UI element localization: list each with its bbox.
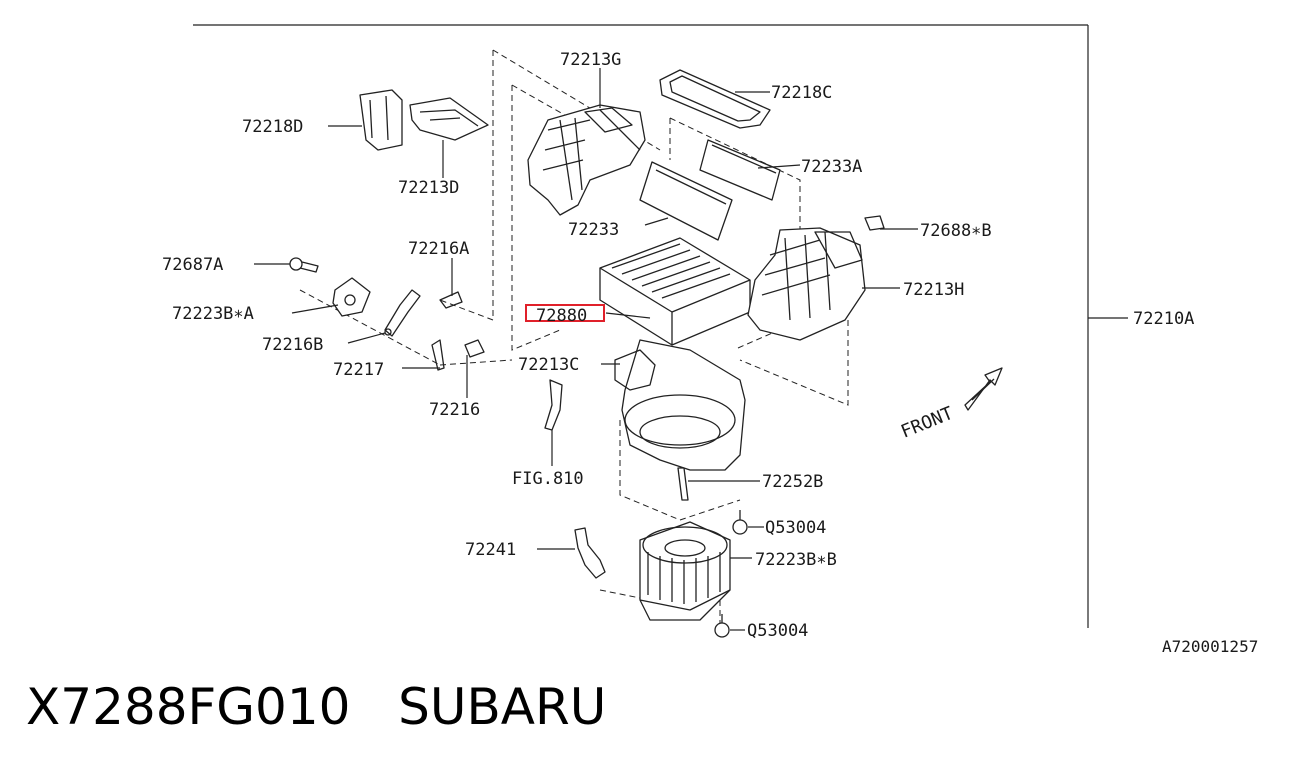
part-72233[interactable]: [639, 161, 733, 241]
assembly-frame: [193, 24, 1128, 628]
part-72880[interactable]: [599, 237, 751, 346]
highlight-box-72880: [525, 304, 605, 322]
part-72688B[interactable]: [864, 215, 885, 231]
part-72218D[interactable]: [359, 89, 403, 151]
front-arrow-icon: [964, 367, 1003, 411]
label-72223BB: 72223B∗B: [755, 550, 837, 570]
part-72217[interactable]: [431, 339, 445, 371]
label-72216B: 72216B: [262, 335, 323, 355]
label-72210A: 72210A: [1133, 309, 1194, 329]
caption-part-number: X7288FG010: [26, 678, 351, 736]
caption-brand: SUBARU: [398, 678, 607, 736]
part-72241[interactable]: [574, 527, 606, 579]
diagram-reference-code: A720001257: [1162, 637, 1258, 656]
label-72213C: 72213C: [518, 355, 579, 375]
label-72687A: 72687A: [162, 255, 223, 275]
label-72218D: 72218D: [242, 117, 303, 137]
part-caption: X7288FG010 SUBARU: [26, 682, 606, 732]
part-FIG810[interactable]: [544, 379, 563, 431]
part-Q53004-a[interactable]: [732, 510, 748, 535]
part-72213C[interactable]: [614, 339, 746, 471]
label-72252B: 72252B: [762, 472, 823, 492]
label-front: FRONT: [898, 403, 956, 443]
part-72223BB[interactable]: [639, 521, 731, 621]
label-Q53004-a: Q53004: [765, 518, 826, 538]
part-72216B[interactable]: [384, 289, 421, 337]
leader-lines: [254, 68, 918, 631]
label-72218C: 72218C: [771, 83, 832, 103]
label-72213H: 72213H: [903, 280, 964, 300]
label-72223BA: 72223B∗A: [172, 304, 254, 324]
part-72213G[interactable]: [527, 104, 646, 216]
label-72217: 72217: [333, 360, 384, 380]
label-fig810: FIG.810: [512, 469, 584, 489]
part-72233A[interactable]: [699, 139, 781, 201]
part-Q53004-b[interactable]: [714, 614, 730, 638]
part-72223BA[interactable]: [332, 277, 371, 317]
label-72213D: 72213D: [398, 178, 459, 198]
part-72218C[interactable]: [659, 69, 771, 129]
label-72216A: 72216A: [408, 239, 469, 259]
label-72213G: 72213G: [560, 50, 621, 70]
label-72880[interactable]: 72880: [536, 306, 587, 326]
label-72241: 72241: [465, 540, 516, 560]
label-72216: 72216: [429, 400, 480, 420]
part-72252B[interactable]: [677, 467, 689, 501]
label-72233A: 72233A: [801, 157, 862, 177]
part-72216[interactable]: [464, 339, 485, 358]
label-Q53004-b: Q53004: [747, 621, 808, 641]
label-72233: 72233: [568, 220, 619, 240]
part-72687A[interactable]: [289, 257, 319, 273]
label-72688B: 72688∗B: [920, 221, 992, 241]
part-72216A[interactable]: [439, 291, 463, 309]
part-72213H[interactable]: [747, 227, 866, 341]
part-72213D[interactable]: [409, 97, 489, 141]
